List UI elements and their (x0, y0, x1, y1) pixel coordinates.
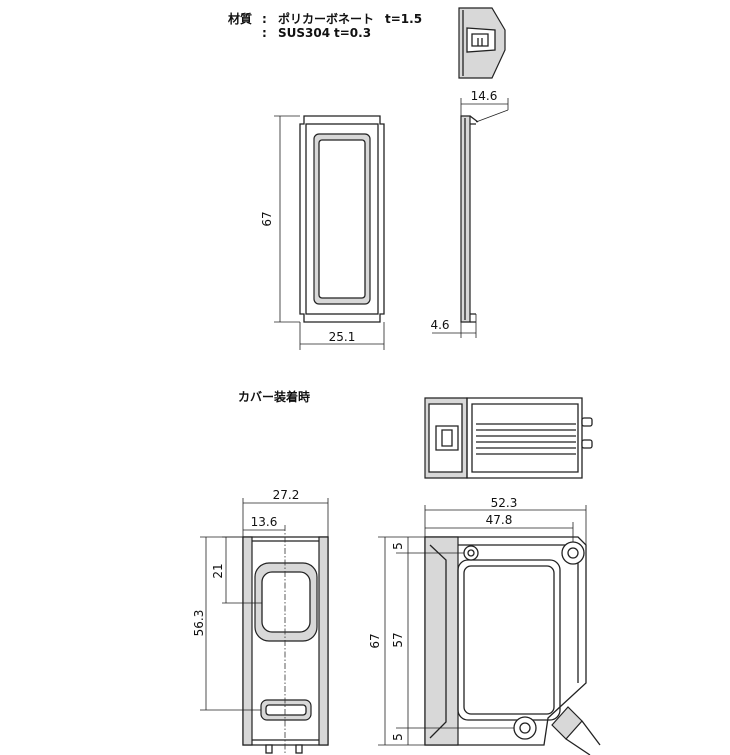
dim-front-window-top: 21 (211, 563, 225, 578)
material-line2-name: SUS304 (278, 26, 330, 40)
dim-cover-lip: 4.6 (430, 318, 449, 332)
dim-side-inner-height: 57 (391, 632, 405, 647)
dim-cover-height: 67 (260, 211, 274, 226)
dim-side-top-margin: 5 (391, 542, 405, 550)
dim-cover-depth: 14.6 (471, 89, 498, 103)
dim-side-bottom-margin: 5 (391, 733, 405, 741)
material-colon-1: : (262, 12, 267, 26)
mounted-side-view: 52.3 47.8 67 57 5 5 (368, 496, 601, 755)
mounted-front-view: 27.2 13.6 21 56.3 (192, 488, 329, 755)
material-colon-2: : (262, 26, 267, 40)
cover-mounted-label: カバー装着時 (238, 389, 310, 404)
material-note: 材質 : ポリカーボネート t=1.5 : SUS304 t=0.3 (227, 11, 422, 40)
dim-front-overall-width: 27.2 (273, 488, 300, 502)
cover-end-view (458, 7, 506, 79)
material-line1-name: ポリカーボネート (278, 11, 374, 26)
cover-front-view: 67 25.1 (260, 115, 385, 350)
dim-front-height: 56.3 (192, 610, 206, 637)
dim-side-body-width: 47.8 (486, 513, 513, 527)
cover-side-view: 14.6 4.6 (430, 89, 509, 338)
dim-front-window-offset: 13.6 (251, 515, 278, 529)
material-title: 材質 (227, 11, 252, 26)
material-line2-thickness: t=0.3 (334, 26, 371, 40)
dim-cover-width: 25.1 (329, 330, 356, 344)
material-line1-thickness: t=1.5 (385, 12, 422, 26)
dim-side-height: 67 (368, 633, 382, 648)
mounted-top-view (424, 397, 593, 479)
dim-side-overall-width: 52.3 (491, 496, 518, 510)
